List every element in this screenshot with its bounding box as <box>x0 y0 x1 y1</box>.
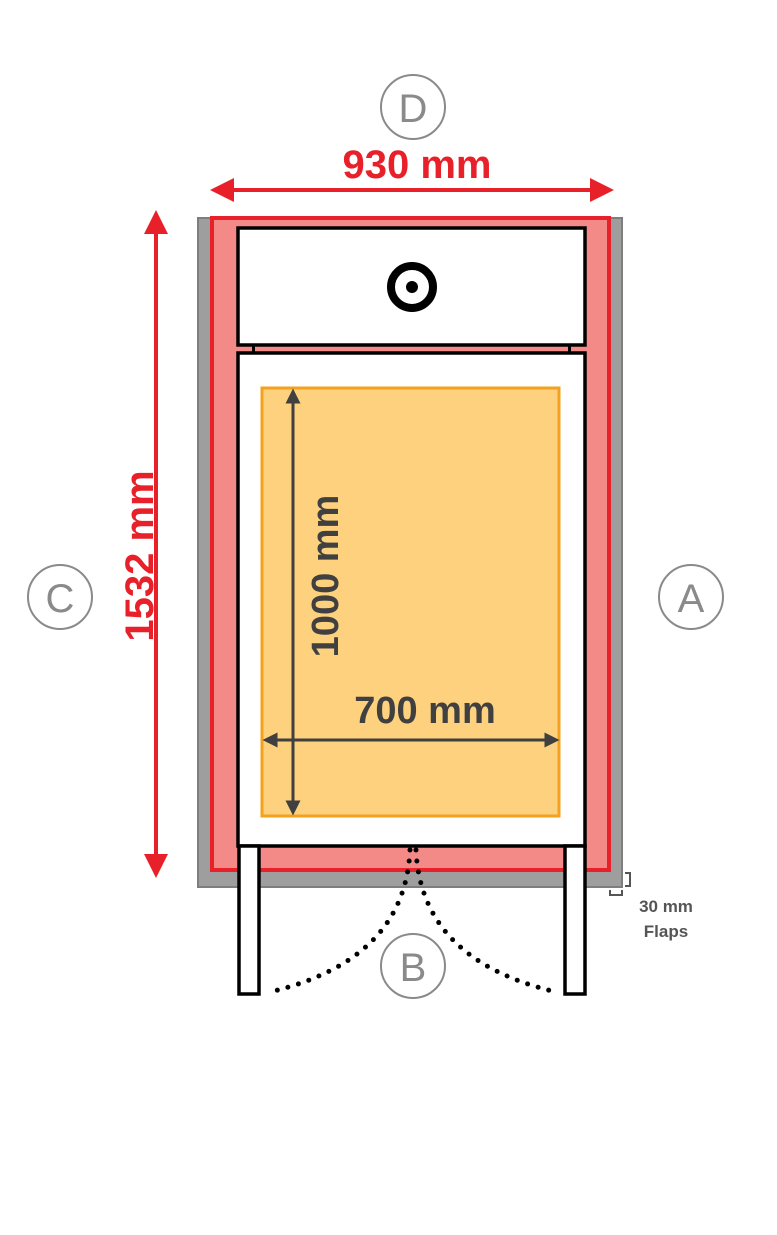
outer-height-label: 1532 mm <box>118 470 162 641</box>
connector-left <box>252 345 255 353</box>
inner-height-label: 1000 mm <box>305 495 347 658</box>
door-post-right <box>563 844 587 996</box>
svg-text:C: C <box>46 577 75 621</box>
door-post-left <box>237 844 261 996</box>
target-icon <box>387 262 437 312</box>
label-d: D <box>380 74 446 140</box>
flaps-label: Flaps <box>644 922 688 941</box>
inner-width-label: 700 mm <box>354 690 496 732</box>
svg-text:A: A <box>678 577 705 621</box>
svg-text:D: D <box>399 87 428 131</box>
door-swing-right <box>413 847 559 995</box>
flaps-bracket <box>609 872 631 896</box>
svg-text:B: B <box>400 946 427 990</box>
connector-right <box>568 345 571 353</box>
label-a: A <box>658 564 724 630</box>
label-c: C <box>27 564 93 630</box>
outer-width-label: 930 mm <box>343 143 492 187</box>
flaps-size-label: 30 mm <box>639 897 693 916</box>
label-b: B <box>380 933 446 999</box>
door-swing-left <box>267 847 413 995</box>
